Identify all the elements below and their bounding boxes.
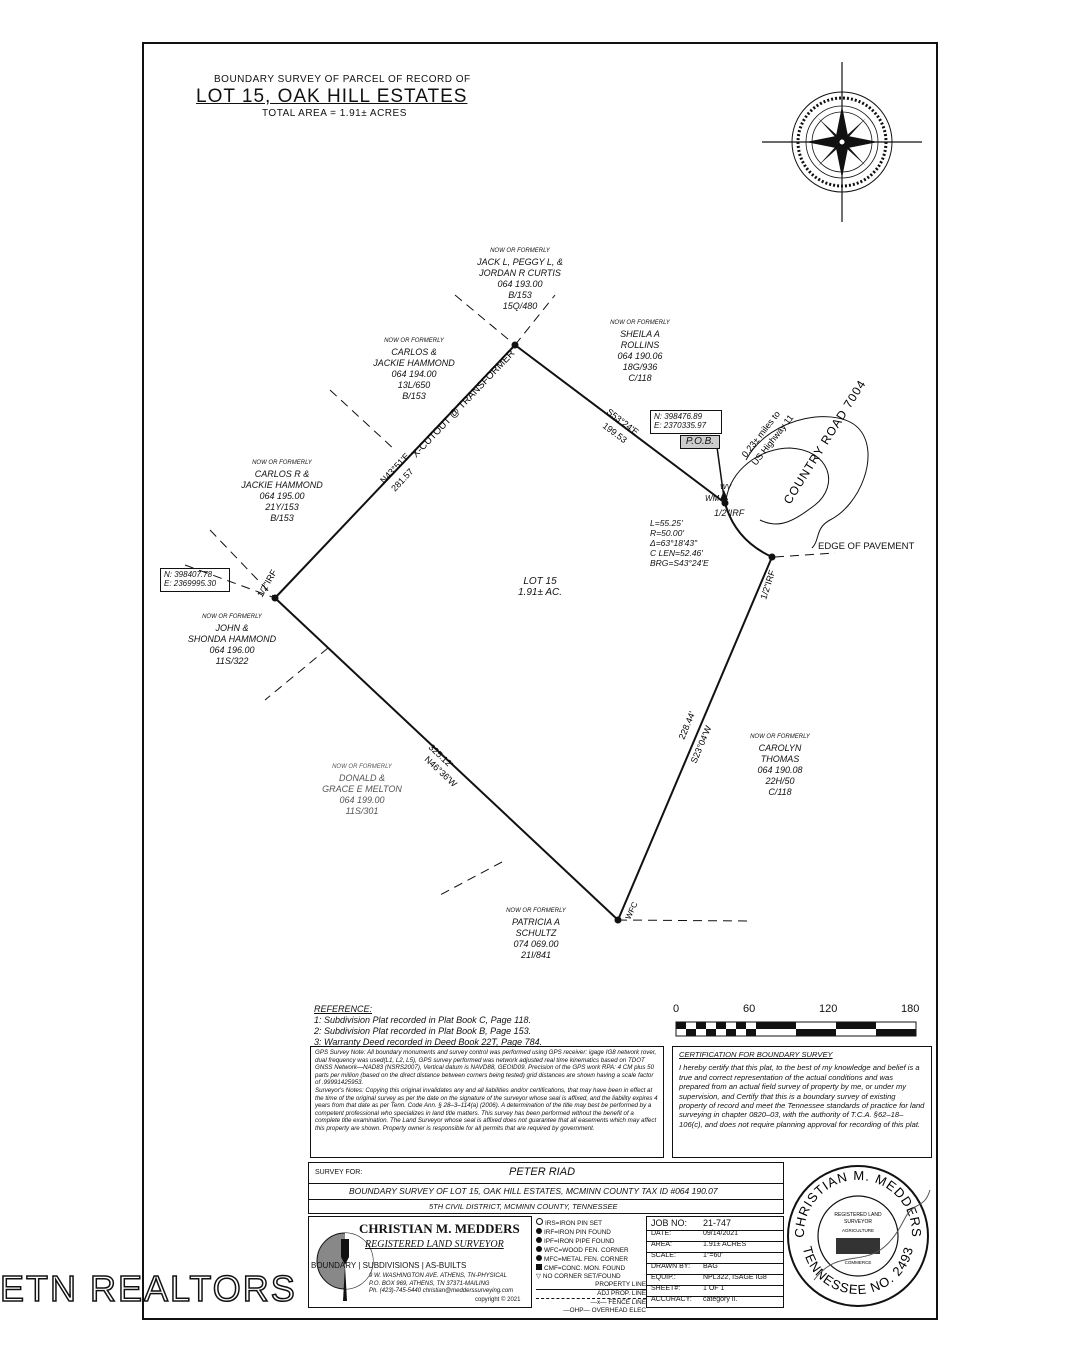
legend-wfc: WFC=WOOD FEN. CORNER: [536, 1246, 646, 1255]
legend: IRS=IRON PIN SET IRF=IRON PIN FOUND IPF=…: [536, 1218, 646, 1315]
lot-boundary: [274, 344, 773, 921]
legend-overhead: —OHP— OVERHEAD ELEC: [563, 1307, 646, 1314]
legend-mfc: MFC=METAL FEN. CORNER: [536, 1255, 646, 1264]
wm-label: WM: [705, 494, 720, 503]
surveyor-seal-icon: CHRISTIAN M. MEDDERS TENNESSEE NO. 2493 …: [787, 1165, 931, 1307]
company-name: CHRISTIAN M. MEDDERS: [359, 1221, 520, 1236]
legend-cmf: CMF=CONC. MON. FOUND: [536, 1264, 646, 1273]
title-line1: BOUNDARY SURVEY OF PARCEL OF RECORD OF: [214, 74, 471, 85]
scale-bar-graphic: [675, 1021, 917, 1037]
curve-data: L=55.25'R=50.00'Δ=63°18'43" C LEN=52.46'…: [650, 518, 709, 568]
survey-for-box: SURVEY FOR: PETER RIAD BOUNDARY SURVEY O…: [308, 1162, 784, 1214]
pob-label: P.O.B.: [680, 435, 720, 449]
scale-bar: 0 60 120 180: [673, 1003, 923, 1044]
compass-rose-icon: [762, 62, 922, 222]
owner-melton: NOW OR FORMERLY DONALD &GRACE E MELTON 0…: [322, 764, 402, 816]
survey-description: BOUNDARY SURVEY OF LOT 15, OAK HILL ESTA…: [349, 1186, 718, 1196]
title-line2: LOT 15, OAK HILL ESTATES: [196, 86, 468, 107]
legend-nocorner: ▽NO CORNER SET/FOUND: [536, 1273, 621, 1280]
owner-hammond-top: NOW OR FORMERLY CARLOS &JACKIE HAMMOND 0…: [373, 338, 455, 401]
company-sub: REGISTERED LAND SURVEYOR: [365, 1239, 504, 1250]
monuments: [271, 341, 776, 924]
road-label: COUNTRY ROAD 7004: [781, 377, 869, 506]
seal-mid-3: AGRICULTURE: [842, 1228, 874, 1233]
legend-property-line: PROPERTY LINE: [536, 1281, 646, 1290]
left-irf-label: 1/2"IRF: [255, 567, 279, 599]
company-box: CHRISTIAN M. MEDDERS REGISTERED LAND SUR…: [308, 1216, 532, 1308]
owner-hammond-john: NOW OR FORMERLY JOHN &SHONDA HAMMOND 064…: [187, 614, 277, 666]
notes-box: GPS Survey Note: All boundary monuments …: [310, 1046, 664, 1158]
wv-label: WV: [720, 484, 732, 491]
survey-drawing: N43°51'E 281.57 X-CUTOUT @ TRANSFORMER S…: [184, 62, 922, 924]
legend-fence-line: —x— FENCE LINE: [590, 1299, 646, 1306]
adjacent-lines: [184, 294, 836, 922]
se-distance-label: 228.44': [677, 710, 698, 741]
owner-hammond-mid: NOW OR FORMERLY CARLOS R &JACKIE HAMMOND…: [241, 460, 323, 523]
client-name: PETER RIAD: [509, 1166, 576, 1178]
legend-irs: IRS=IRON PIN SET: [536, 1218, 646, 1228]
certification-box: CERTIFICATION FOR BOUNDARY SURVEY I here…: [672, 1046, 932, 1158]
legend-adj-line: ADJ PROP. LINE: [536, 1290, 646, 1299]
legend-irf: IRF=IRON PIN FOUND: [536, 1228, 646, 1237]
title-line3: TOTAL AREA = 1.91± ACRES: [262, 108, 407, 119]
reference-block: REFERENCE: 1: Subdivision Plat recorded …: [314, 1004, 543, 1047]
country-road: [725, 416, 869, 549]
seal-mid-4: COMMERCE: [845, 1260, 872, 1265]
watermark-logo: ETN REALTORS: [0, 1267, 297, 1310]
seal-mid-2: SURVEYOR: [844, 1219, 872, 1225]
company-address: 9 W. WASHINGTON AVE. ATHENS, TN-PHYSICAL…: [369, 1273, 514, 1294]
company-logo-icon: [316, 1232, 374, 1301]
survey-district: 5TH CIVIL DISTRICT, MCMINN COUNTY, TENNE…: [429, 1202, 618, 1211]
legend-ipf: IPF=IRON PIPE FOUND: [536, 1237, 646, 1246]
pob-irf-label: 1/2"IRF: [714, 508, 745, 518]
job-info-box: JOB NO:21-747 DATE:09/14/2021 AREA:1.91±…: [646, 1216, 784, 1308]
company-services: BOUNDARY | SUBDIVISIONS | AS-BUILTS: [311, 1261, 467, 1270]
owner-curtis: NOW OR FORMERLY JACK L, PEGGY L, &JORDAN…: [477, 248, 563, 311]
seal-mid-1: REGISTERED LAND: [834, 1212, 882, 1218]
copyright: copyright © 2021: [475, 1297, 521, 1303]
plat-frame: [142, 42, 938, 1320]
edge-of-pavement-label: EDGE OF PAVEMENT: [818, 541, 915, 552]
